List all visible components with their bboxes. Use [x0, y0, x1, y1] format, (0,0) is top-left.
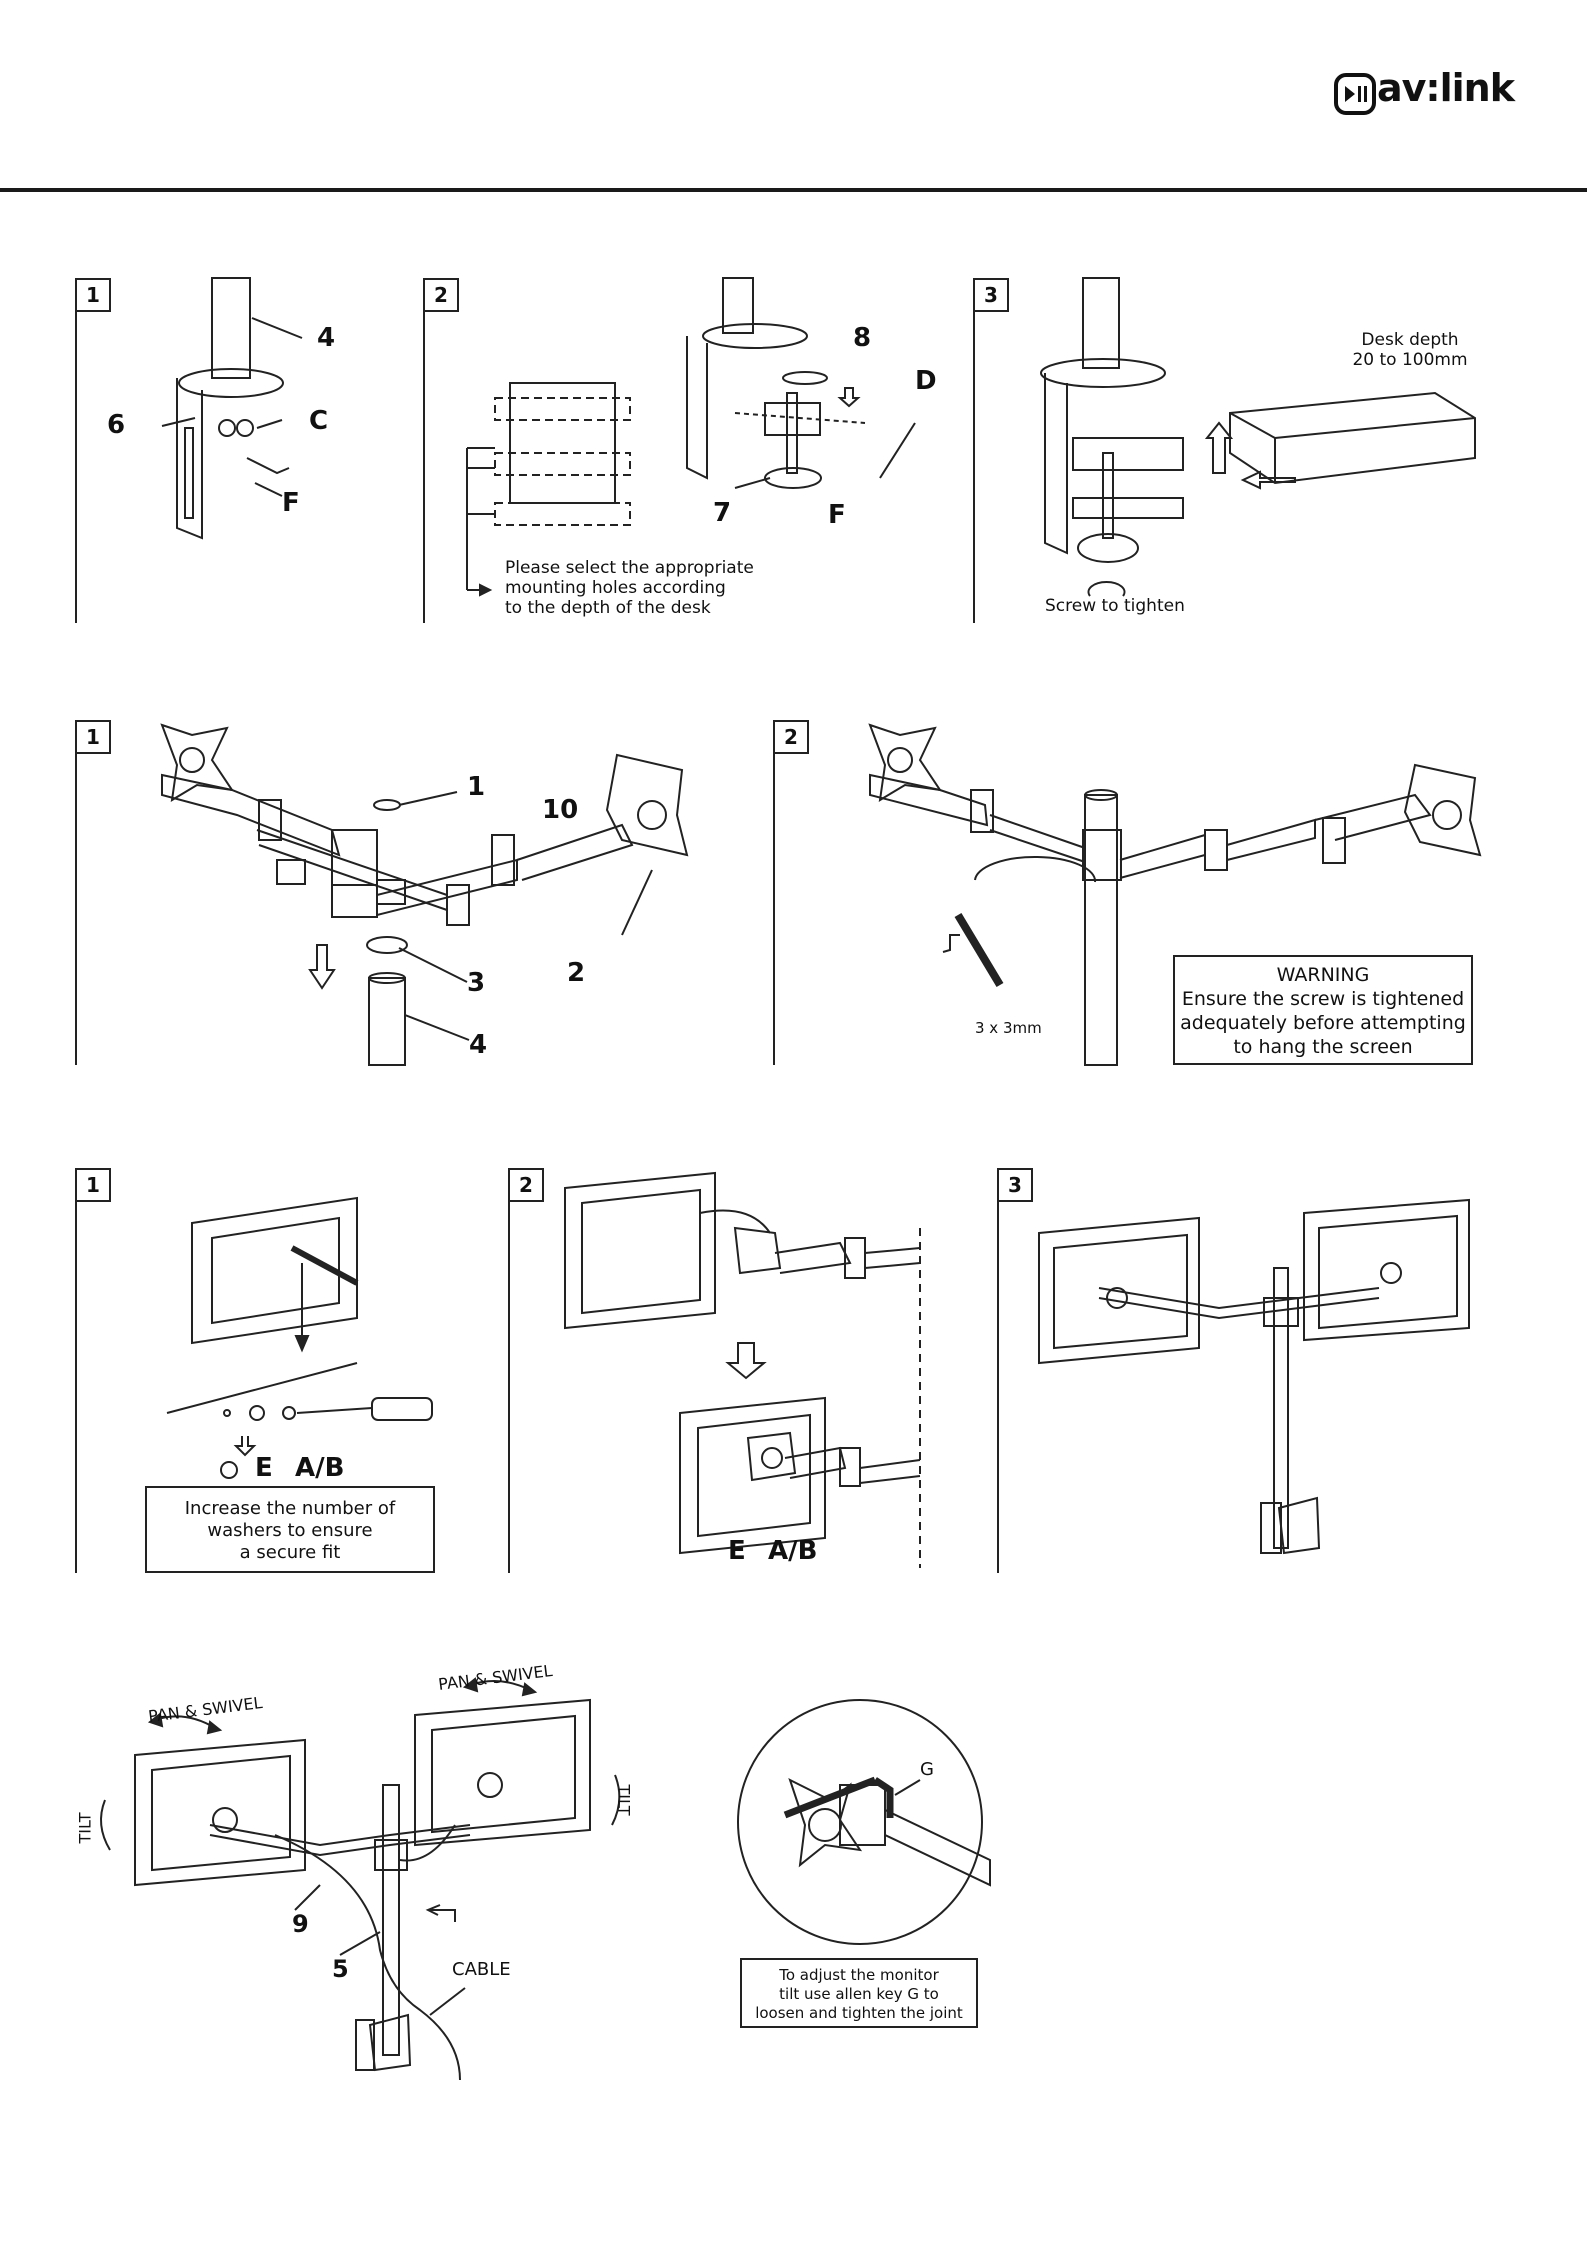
pan-swivel-tilt-illustration	[100, 1677, 621, 2081]
part-3-label: 3	[467, 968, 486, 998]
tilt-left-label: TILT	[75, 1812, 95, 1844]
desk-depth-note: Desk depth 20 to 100mm	[1352, 330, 1468, 370]
key-g-label: G	[920, 1759, 934, 1780]
section2-step1-panel: 1 1 10 3	[75, 720, 727, 1066]
allen-key-tilt-area: G To adjust the monitor tilt use allen k…	[730, 1699, 991, 2030]
step-number: 3	[997, 1168, 1033, 1202]
part-2-label: 2	[567, 958, 586, 988]
section3-step2-panel: 2 E A/B	[508, 1168, 950, 1573]
arm-on-pole-illustration	[868, 723, 1482, 1066]
part-8-label: 8	[853, 323, 872, 353]
part-ab-label: A/B	[768, 1536, 818, 1566]
tilt-right-label: TILT	[614, 1784, 634, 1816]
play-pause-icon	[1334, 73, 1376, 115]
cable-label: CABLE	[452, 1959, 511, 1980]
step-number: 1	[75, 1168, 111, 1202]
screw-tighten-note: Screw to tighten	[1045, 596, 1185, 616]
step-number: 1	[75, 278, 111, 312]
clamp-bracket-illustration	[161, 277, 303, 540]
section1-step2-panel: 2 8 D 7 F Please select the appropriate …	[423, 277, 945, 623]
part-ab-label: A/B	[295, 1453, 345, 1483]
section2-step2-panel: 2 3 x 3mm WARNING Ensure the screw is ti…	[773, 720, 1495, 1066]
step-number: 2	[508, 1168, 544, 1202]
section3-step3-panel: 3	[997, 1168, 1494, 1573]
step-number: 3	[973, 278, 1009, 312]
part-7-label: 7	[713, 498, 732, 528]
section1-step1-panel: 1 4 6 C F	[75, 277, 397, 623]
allen-key-detail-illustration	[737, 1699, 991, 1945]
warning-box: WARNING Ensure the screw is tightened ad…	[1173, 955, 1473, 1065]
brand-name: av:link	[1377, 66, 1515, 110]
allen-key-size: 3 x 3mm	[975, 1019, 1042, 1037]
header-rule	[0, 188, 1587, 192]
section4-adjust-area: PAN & SWIVEL PAN & SWIVEL TILT TILT 9 5 …	[70, 1660, 670, 2081]
part-f-label: F	[282, 488, 300, 518]
step-number: 1	[75, 720, 111, 754]
desk-clamp-illustration	[1040, 277, 1476, 597]
arm-assembly-illustration	[160, 723, 689, 1066]
section1-step3-panel: 3 Desk depth 20 to 100mm Screw to tighte…	[973, 277, 1495, 623]
part-e-label: E	[255, 1453, 273, 1483]
part-d-label: D	[915, 366, 937, 396]
clamp-assembly-illustration	[466, 277, 916, 597]
step-number: 2	[423, 278, 459, 312]
vesa-screw-illustration	[166, 1196, 433, 1479]
part-10-label: 10	[542, 795, 579, 825]
washers-note-box: Increase the number of washers to ensure…	[145, 1486, 435, 1573]
part-5-label: 5	[332, 1955, 349, 1983]
part-9-label: 9	[292, 1910, 309, 1938]
part-4-label: 4	[469, 1030, 488, 1060]
completed-dual-mount-illustration	[1038, 1198, 1470, 1555]
brand-logo	[1333, 72, 1508, 118]
part-6-label: 6	[107, 410, 126, 440]
part-1-label: 1	[467, 772, 486, 802]
section3-step1-panel: 1 E A/B Increase the number of washers t…	[75, 1168, 497, 1573]
part-4-label: 4	[317, 323, 336, 353]
step-number: 2	[773, 720, 809, 754]
mounting-holes-note: Please select the appropriate mounting h…	[505, 558, 754, 618]
part-c-label: C	[309, 406, 329, 436]
part-f-label: F	[828, 500, 846, 530]
part-e-label: E	[728, 1536, 746, 1566]
tilt-adjust-note-box: To adjust the monitor tilt use allen key…	[740, 1958, 978, 2028]
hang-monitor-illustration	[564, 1171, 921, 1568]
